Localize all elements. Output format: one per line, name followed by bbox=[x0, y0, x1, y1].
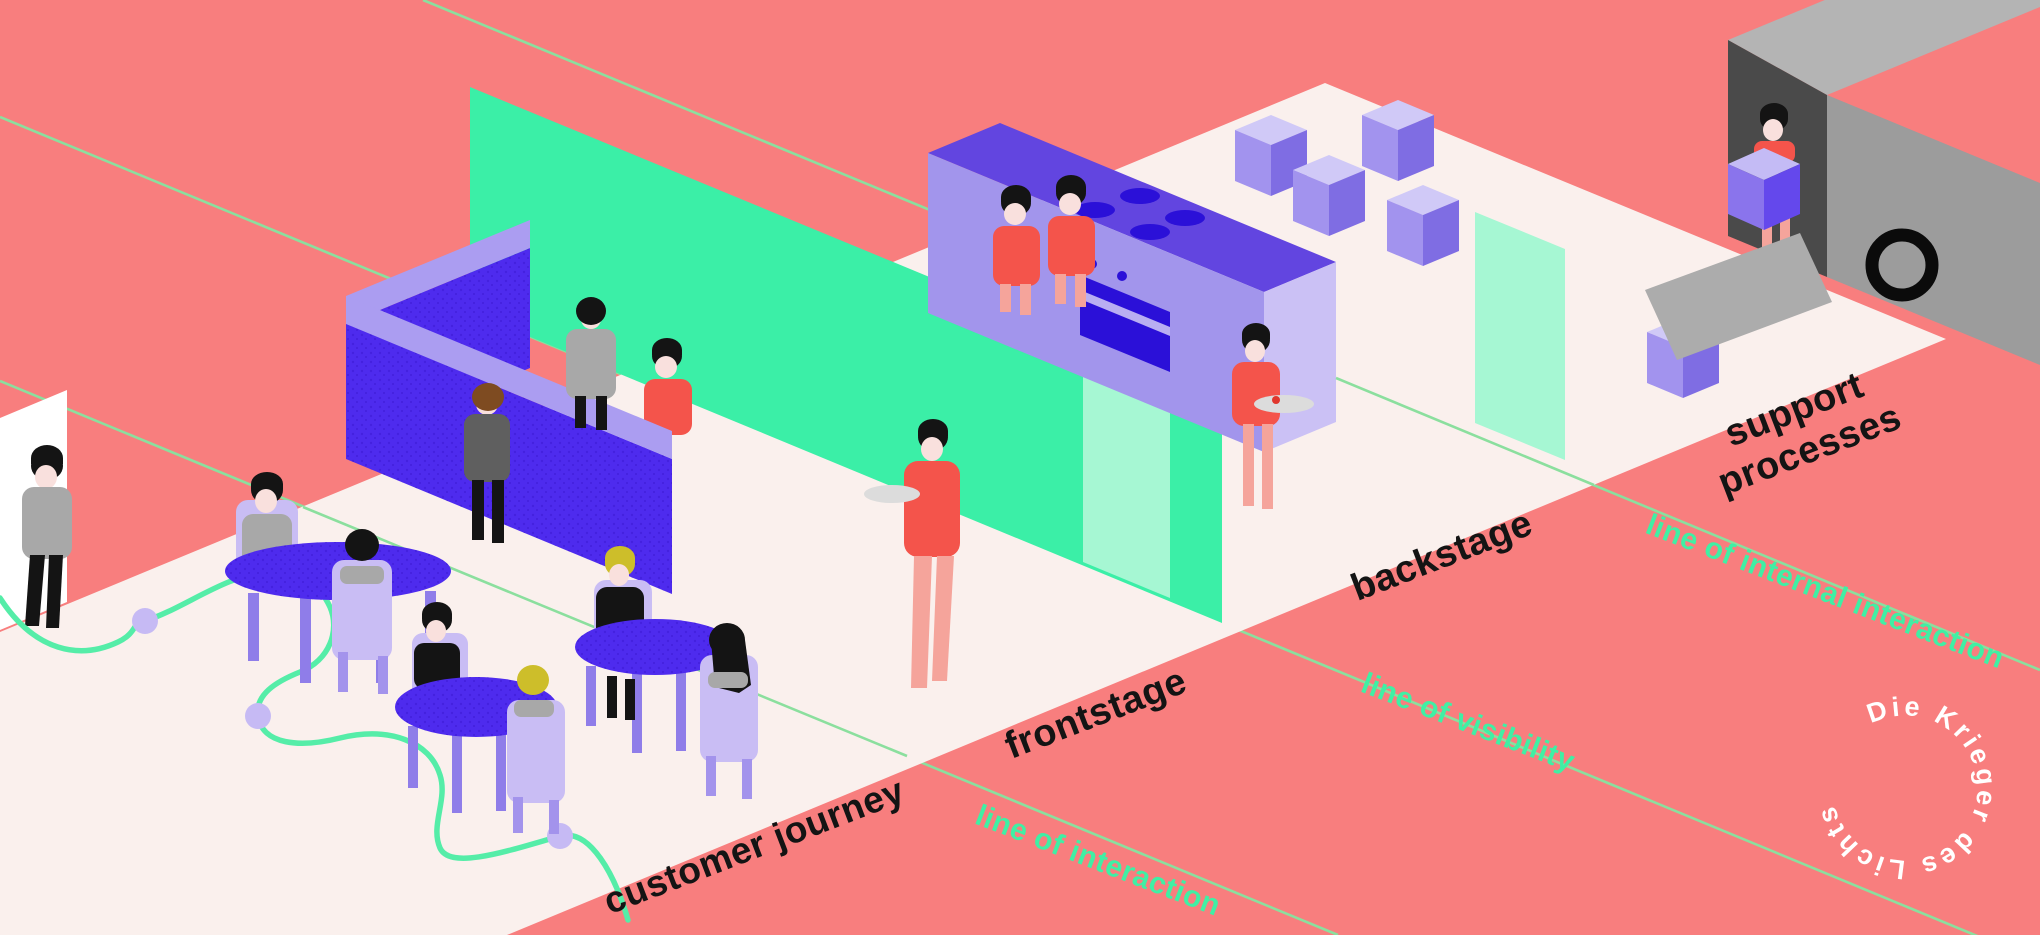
counter-customer-gray bbox=[566, 297, 616, 430]
carried-cube bbox=[1728, 148, 1800, 230]
line-of-internal-floor-segment bbox=[1335, 376, 1595, 487]
backstage-door bbox=[1475, 212, 1565, 460]
leg bbox=[25, 555, 45, 626]
chef-2 bbox=[1048, 175, 1095, 307]
face bbox=[35, 465, 57, 489]
receptionist bbox=[644, 338, 692, 435]
leg bbox=[607, 676, 617, 718]
journey-touchpoint-dot bbox=[245, 703, 271, 729]
seated-customer-back bbox=[332, 529, 392, 694]
cube bbox=[1293, 155, 1365, 236]
counter-customer-brown-hair bbox=[464, 383, 510, 543]
counter-return-top bbox=[346, 220, 530, 324]
hair-cap bbox=[31, 445, 63, 464]
chef-1 bbox=[993, 185, 1040, 315]
seated-customer-back-blonde bbox=[507, 665, 565, 834]
tray bbox=[864, 485, 920, 503]
delivery-truck bbox=[1645, 0, 2040, 365]
oven-knob bbox=[1117, 271, 1127, 281]
stove-burners bbox=[1075, 188, 1205, 240]
table-3-group bbox=[395, 602, 565, 834]
chair bbox=[507, 700, 565, 803]
truck-wheel bbox=[1865, 228, 1939, 302]
gray-sweater bbox=[22, 487, 72, 559]
oven-handle bbox=[1080, 290, 1170, 336]
leg bbox=[625, 679, 635, 720]
dining-table bbox=[575, 619, 735, 753]
waiter bbox=[864, 419, 960, 688]
reception-counter bbox=[346, 220, 672, 594]
table-1-group bbox=[225, 472, 451, 694]
truck-side bbox=[1827, 95, 2040, 365]
table-2-group bbox=[575, 546, 758, 799]
cube bbox=[1387, 185, 1459, 266]
loading-ramp bbox=[1645, 233, 1832, 360]
seated-customer bbox=[414, 602, 460, 689]
wall-door-panel bbox=[1083, 341, 1170, 598]
cube bbox=[1362, 100, 1434, 181]
journey-touchpoint-dot bbox=[132, 608, 158, 634]
tray-food bbox=[1272, 396, 1280, 404]
counter-top bbox=[346, 296, 672, 459]
tray bbox=[1254, 395, 1314, 413]
truck-top bbox=[1728, 0, 2040, 95]
chair bbox=[332, 560, 392, 660]
kitchen-server bbox=[1232, 323, 1314, 509]
leg bbox=[46, 555, 63, 628]
kitchen-top bbox=[928, 123, 1336, 292]
seated-customer-back-longhair bbox=[700, 623, 758, 799]
customer-entering bbox=[22, 445, 72, 628]
visibility-wall bbox=[470, 87, 1222, 623]
